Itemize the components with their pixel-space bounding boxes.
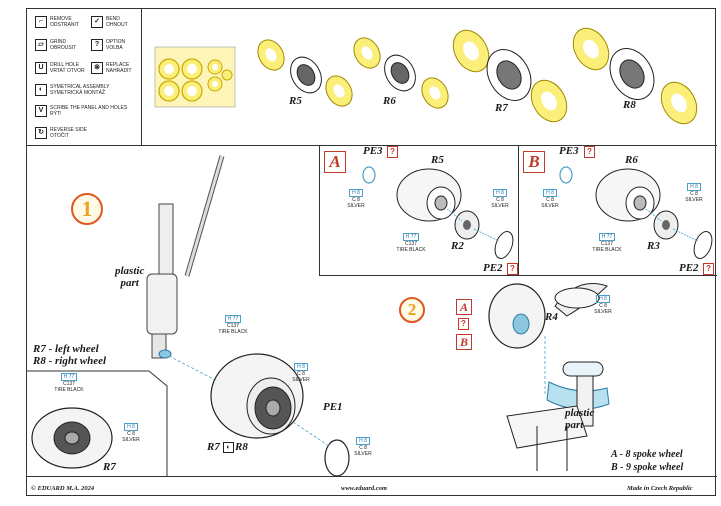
scribe-icon: V <box>35 105 47 117</box>
step-1-drawing <box>27 155 350 477</box>
r4-label: R4 <box>545 311 558 323</box>
r7-exploded <box>452 29 568 123</box>
legend-reverse: ↻ REVERSE SIDE OTOČIT <box>35 127 87 139</box>
symmetrical-icon: ◐ <box>223 442 234 453</box>
variant-a-r5-label: R5 <box>431 154 444 166</box>
option-icon: ? <box>91 39 103 51</box>
r5-label: R5 <box>289 95 302 107</box>
variant-b-pe3-label: PE3 <box>559 145 579 157</box>
variant-a-pe3-label: PE3 <box>363 145 383 157</box>
legend-grind: ▱ GRIND OBROUSIT <box>35 39 76 51</box>
wheel-side-note: R7 - left wheel R8 - right wheel <box>33 343 107 367</box>
bend-icon: ✓ <box>91 16 103 28</box>
legend-drill: U DRILL HOLE VRTAT OTVOR <box>35 62 85 74</box>
step-1-plastic-part-label: plastic part <box>115 265 145 289</box>
variant-b-pe3-option-icon: ? <box>584 146 595 158</box>
variant-b-pe2-option-icon: ? <box>703 263 714 275</box>
step-2-drawing <box>488 283 610 471</box>
pe1-paint: H 8 C 8 SILVER <box>354 437 372 457</box>
r6-label: R6 <box>383 95 396 107</box>
variant-b-r6-label: R6 <box>625 154 638 166</box>
legend-replace: ⊗ REPLACE NAHRADIT <box>91 62 132 74</box>
variant-a-silver-paint: H 8 C 8 SILVER <box>347 189 365 209</box>
r8-exploded <box>572 27 698 125</box>
instruction-sheet: ⌐ REMOVE ODSTRANIT ✓ BEND OHNOUT ▱ GRIND… <box>26 8 717 496</box>
variant-a-r2-label: R2 <box>451 240 464 252</box>
variant-b-hub-paint: H 8 C 8 SILVER <box>685 183 703 203</box>
spoke-note-b: B - 9 spoke wheel <box>611 462 684 473</box>
variant-a-pe3-option-icon: ? <box>387 146 398 158</box>
symmetrical-icon: ◐ <box>35 84 47 96</box>
step-1-r8-label: R8 <box>235 441 248 453</box>
r5-exploded <box>257 39 353 107</box>
r7-label: R7 <box>495 102 508 114</box>
grind-icon: ▱ <box>35 39 47 51</box>
legend-panel: ⌐ REMOVE ODSTRANIT ✓ BEND OHNOUT ▱ GRIND… <box>27 9 142 146</box>
step-2-variant-a-badge: A <box>456 299 472 315</box>
mask-fret <box>154 46 236 108</box>
inset-r7-label: R7 <box>103 461 116 473</box>
variant-a-pe2-option-icon: ? <box>507 263 518 275</box>
legend-remove: ⌐ REMOVE ODSTRANIT <box>35 16 79 28</box>
step-2-badge: 2 <box>399 297 425 323</box>
footer-website[interactable]: www.eduard.com <box>341 485 387 492</box>
top-divider <box>27 145 717 146</box>
variant-b-silver-paint: H 8 C 8 SILVER <box>541 189 559 209</box>
reverse-icon: ↻ <box>35 127 47 139</box>
variant-a-drawing <box>362 166 514 259</box>
legend-symmetrical: ◐ SYMETRICAL ASSEMBLY SYMETRICKÁ MONTÁŽ <box>35 84 109 96</box>
variant-b-tire-paint: H 77 C137 TIRE BLACK <box>592 233 622 253</box>
variant-b-r3-label: R3 <box>647 240 660 252</box>
step-2-variant-b-badge: B <box>456 334 472 350</box>
inset-hub-paint: H 8 C 8 SILVER <box>122 423 140 443</box>
variant-b-badge: B <box>523 151 545 173</box>
variant-a-hub-paint: H 8 C 8 SILVER <box>491 189 509 209</box>
step-1-r7-label: R7 <box>207 441 220 453</box>
variant-a-pe2-label: PE2 <box>483 262 503 274</box>
variant-bottom-border <box>319 275 717 276</box>
r6-exploded <box>353 37 449 109</box>
step-1-badge: 1 <box>71 193 103 225</box>
variant-divider <box>518 145 519 276</box>
variant-b-pe2-label: PE2 <box>679 262 699 274</box>
variant-a-left-border <box>319 145 320 276</box>
spoke-note-a: A - 8 spoke wheel <box>611 449 683 460</box>
variant-a-badge: A <box>324 151 346 173</box>
variant-b-drawing <box>559 166 713 259</box>
pe1-label: PE1 <box>323 401 343 413</box>
r8-label: R8 <box>623 99 636 111</box>
step-1-tire-paint: H 77 C137 TIRE BLACK <box>218 315 248 335</box>
r4-paint: H 8 C 8 SILVER <box>594 295 612 315</box>
replace-icon: ⊗ <box>91 62 103 74</box>
legend-scribe: V SCRIBE THE PANEL AND HOLES RÝT! <box>35 105 127 117</box>
inset-tire-paint: H 77 C137 TIRE BLACK <box>54 373 84 393</box>
legend-bend: ✓ BEND OHNOUT <box>91 16 128 28</box>
step-2-plastic-part-label: plastic part <box>565 407 595 431</box>
step-1-hub-paint: H 8 C 8 SILVER <box>292 363 310 383</box>
variant-a-tire-paint: H 77 C137 TIRE BLACK <box>396 233 426 253</box>
step-2-option-icon: ? <box>458 318 469 330</box>
parts-row-drawing <box>154 27 698 125</box>
remove-icon: ⌐ <box>35 16 47 28</box>
drill-icon: U <box>35 62 47 74</box>
legend-option: ? OPTION VOLBA <box>91 39 125 51</box>
footer-divider <box>27 476 717 477</box>
footer-copyright: © EDUARD M.A. 2024 <box>31 485 95 492</box>
footer-origin: Made in Czech Republic <box>627 485 693 492</box>
